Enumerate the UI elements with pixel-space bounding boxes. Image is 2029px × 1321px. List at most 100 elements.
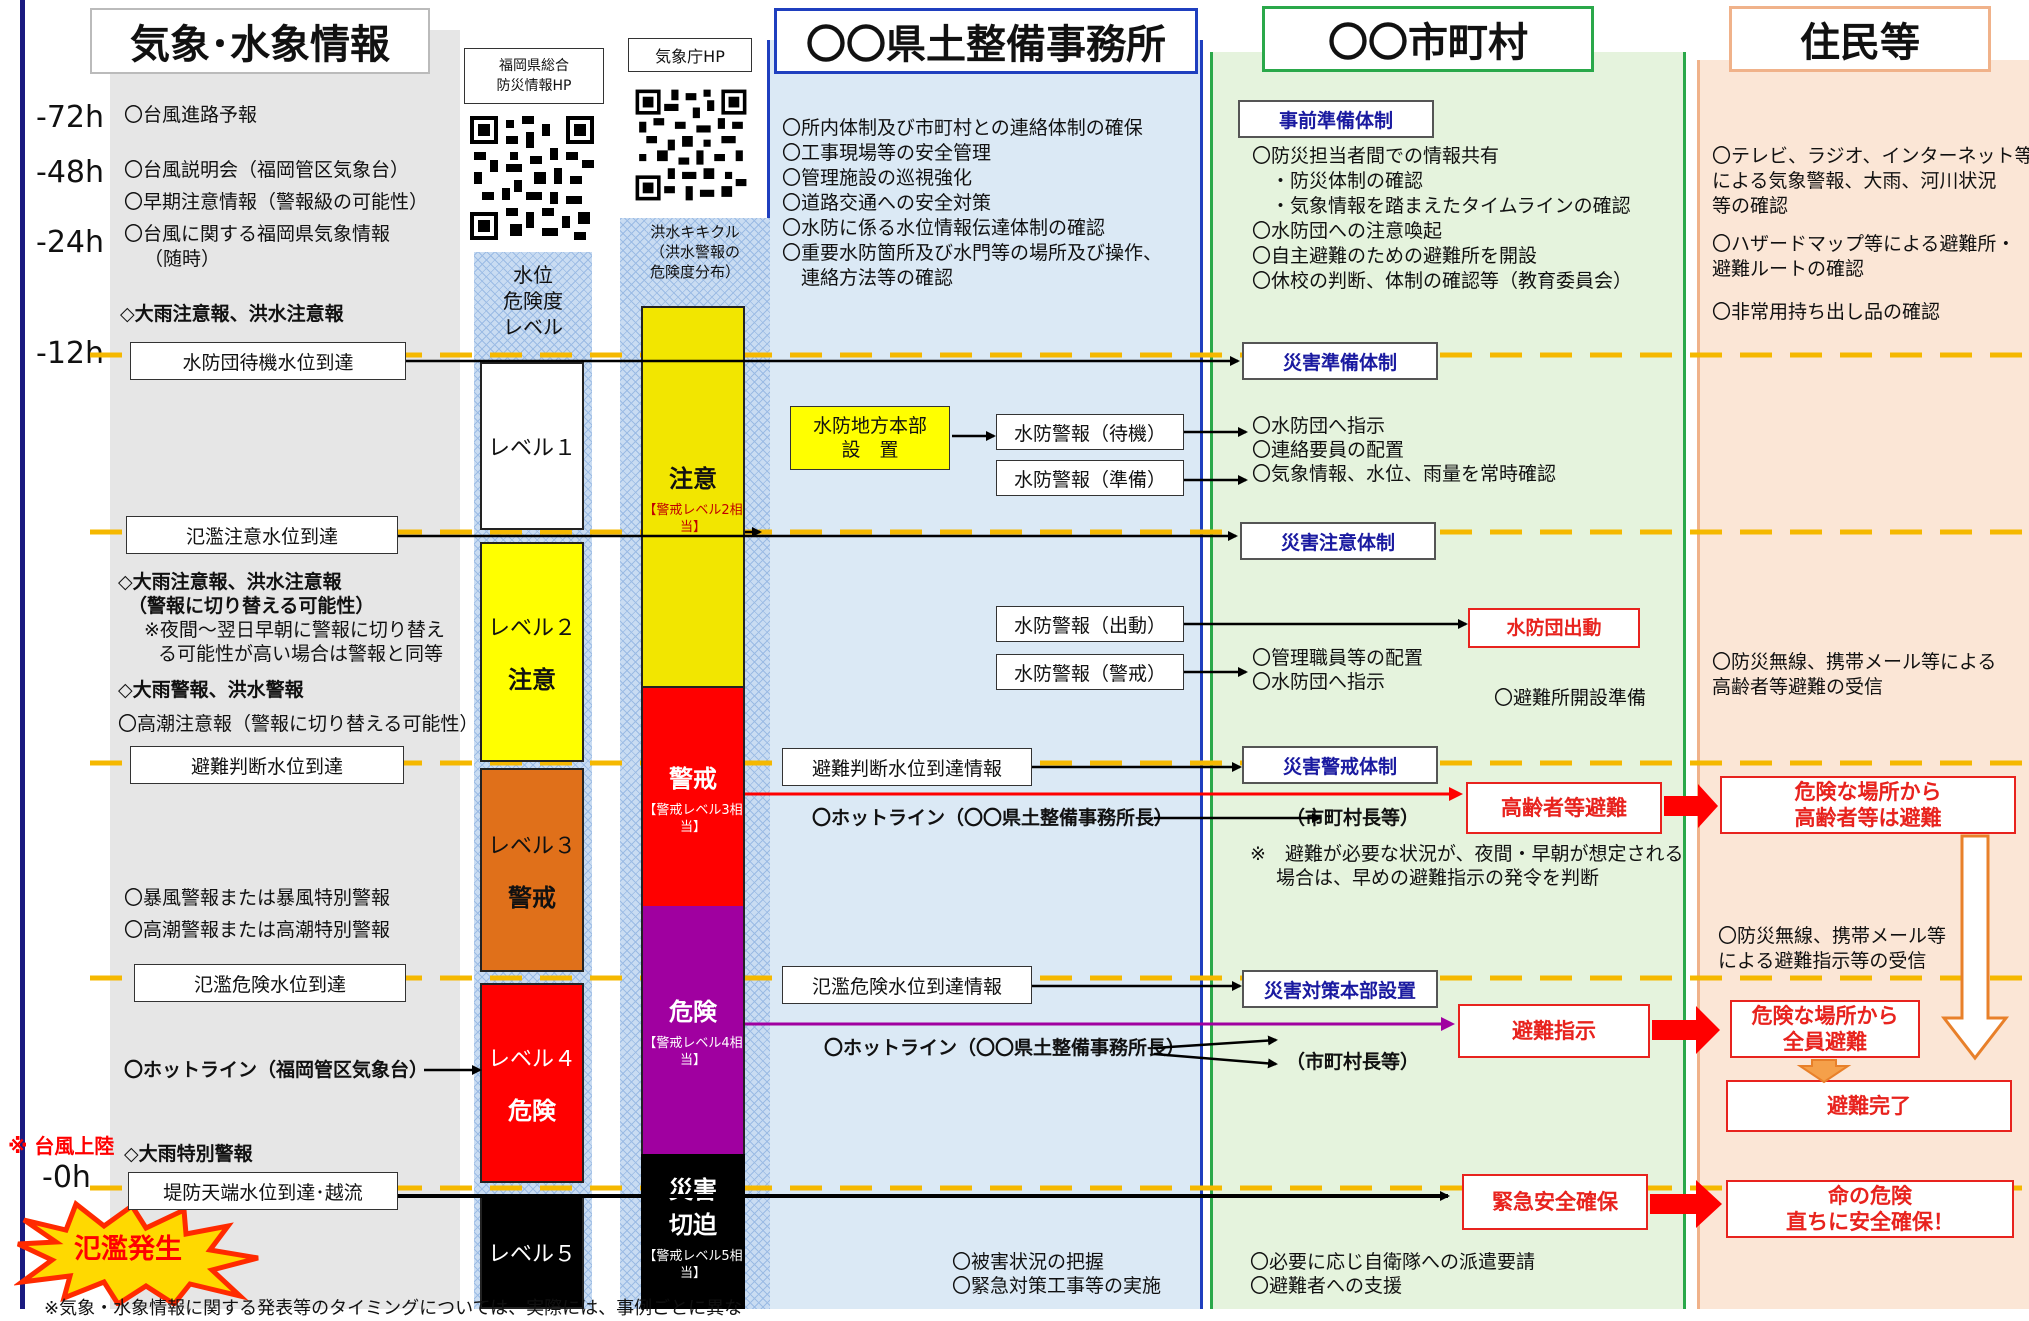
municipality-night-note-1: ※ 避難が必要な状況が、夜間・早朝が想定される [1250, 843, 1684, 865]
fukuoka-qr-label-1: 福岡県総合 [499, 58, 569, 74]
weather-warning: ◇大雨警報、洪水警報 [118, 679, 304, 701]
weather-typhoon-briefing: 〇台風説明会（福岡管区気象台） [124, 159, 410, 181]
time-label-72h: -72h [36, 100, 105, 135]
weather-night-note-2: る可能性が高い場合は警報と同等 [158, 643, 444, 665]
danger-info-text: 氾濫危険水位到達情報 [811, 975, 1002, 998]
alert-dispatch-box: 水防警報（出動） [996, 606, 1184, 642]
municipality-mayor-2: （市町村長等） [1286, 1051, 1420, 1073]
prefecture-item: 〇管理施設の巡視強化 [782, 167, 973, 189]
prefecture-item: 〇所内体制及び市町村との連絡体制の確保 [782, 117, 1143, 139]
prefecture-emergency: 〇緊急対策工事等の実施 [952, 1275, 1162, 1297]
level-3-sub: 警戒 [508, 883, 556, 912]
time-label-24h: -24h [36, 225, 105, 260]
municipality-sdf: 〇必要に応じ自衛隊への派遣要請 [1250, 1251, 1536, 1273]
residents-elderly-evac-box: 危険な場所から 高齢者等は避難 [1720, 776, 2016, 834]
kikikuru-disaster-label-2: 切迫 [669, 1211, 717, 1239]
residents-life-1: 命の危険 [1828, 1184, 1912, 1208]
municipality-shelter-prep: 〇避難所開設準備 [1494, 687, 1647, 709]
water-box-danger-text: 氾濫危険水位到達 [193, 973, 346, 996]
weather-typhoon-path: 〇台風進路予報 [124, 104, 258, 126]
residents-all-evac-box: 危険な場所から 全員避難 [1730, 1000, 1920, 1058]
evac-judge-info-text: 避難判断水位到達情報 [811, 757, 1002, 780]
kikikuru-header-1: 洪水キキクル [650, 223, 740, 241]
level-1-label: レベル１ [487, 436, 576, 461]
level-4-sub: 危険 [508, 1096, 556, 1125]
prep-system-box: 災害準備体制 [1242, 342, 1438, 380]
kikikuru-disaster-label-1: 災害 [669, 1176, 717, 1204]
kikikuru-danger-label: 危険 [669, 997, 717, 1026]
water-level-header-2: 危険度 [503, 289, 563, 313]
pre-system-box: 事前準備体制 [1238, 100, 1434, 138]
municipality-prep-item: 〇気象情報、水位、雨量を常時確認 [1252, 463, 1557, 485]
residents-elderly-evac-2: 高齢者等は避難 [1794, 806, 1942, 830]
level-4-box: レベル４ 危険 [480, 983, 584, 1183]
municipality-column-bg [1210, 52, 1686, 1309]
residents-evac-done-label: 避難完了 [1827, 1094, 1911, 1118]
municipality-pre-item: 〇水防団への注意喚起 [1252, 220, 1443, 242]
flood-hq-label-1: 水防地方本部 [812, 415, 927, 437]
jma-qr-label: 気象庁HP [628, 38, 752, 72]
prep-system-label: 災害準備体制 [1282, 351, 1397, 374]
kikikuru-warning-sub: 【警戒レベル3相当】 [643, 802, 743, 835]
fukuoka-qr-label: 福岡県総合 防災情報HP [464, 48, 604, 104]
residents-life-2: 直ちに安全確保！ [1786, 1210, 1954, 1234]
fukuoka-qr-icon[interactable] [466, 112, 598, 244]
weather-advisory-2: ◇大雨注意報、洪水注意報 [118, 571, 342, 593]
hq-system-box: 災害対策本部設置 [1242, 970, 1438, 1008]
weather-column-bg [110, 30, 460, 1309]
header-prefecture: 〇〇県土整備事務所 [774, 8, 1198, 74]
water-box-evac-judge: 避難判断水位到達 [130, 746, 404, 784]
prefecture-item: 〇重要水防箇所及び水門等の場所及び操作、 [782, 242, 1163, 264]
kikikuru-header-2: （洪水警報の [649, 243, 740, 261]
caution-system-label: 災害注意体制 [1280, 531, 1395, 554]
level-2-sub: 注意 [508, 665, 556, 694]
water-box-caution-text: 氾濫注意水位到達 [185, 525, 338, 548]
pre-system-label: 事前準備体制 [1278, 109, 1393, 132]
level-3-label: レベル３ [487, 833, 576, 859]
alert-standby-box: 水防警報（待機） [996, 414, 1184, 450]
hq-system-label: 災害対策本部設置 [1263, 979, 1416, 1002]
residents-elderly-recv-2: 高齢者等避難の受信 [1712, 676, 1884, 698]
residents-info-1: 〇テレビ、ラジオ、インターネット等 [1712, 145, 2029, 167]
prefecture-item: 連絡方法等の確認 [782, 267, 954, 289]
alert-dispatch-text: 水防警報（出動） [1013, 614, 1166, 637]
weather-hotline-jma: 〇ホットライン（福岡管区気象台） [124, 1059, 429, 1081]
jma-qr-label-text: 気象庁HP [655, 47, 725, 66]
residents-order-recv: 〇防災無線、携帯メール等 による避難指示等の受信 [1718, 924, 1946, 974]
municipality-prep-items: 〇水防団へ指示 〇連絡要員の配置 〇気象情報、水位、雨量を常時確認 [1252, 414, 1556, 486]
emergency-safety-box: 緊急安全確保 [1462, 1174, 1648, 1230]
evac-order-box: 避難指示 [1458, 1004, 1650, 1058]
residents-life-box: 命の危険 直ちに安全確保！ [1726, 1180, 2014, 1238]
kikikuru-caution-sub: 【警戒レベル2相当】 [643, 502, 743, 535]
water-box-caution: 氾濫注意水位到達 [126, 516, 398, 554]
weather-night-note-1: ※夜間～翌日早朝に警報に切り替え [144, 619, 445, 641]
header-weather: 気象･水象情報 [90, 8, 430, 74]
residents-info-2: による気象警報、大雨、河川状況 [1712, 170, 1997, 192]
jma-qr-icon[interactable] [632, 86, 750, 204]
level-3-box: レベル３ 警戒 [480, 768, 584, 972]
municipality-pre-item: 〇防災担当者間での情報共有 [1252, 145, 1500, 167]
municipality-pre-item: 〇自主避難のための避難所を開設 [1252, 245, 1538, 267]
kikikuru-caution-label: 注意 [669, 464, 717, 493]
municipality-mayor-1: （市町村長等） [1286, 807, 1420, 829]
residents-info: 〇テレビ、ラジオ、インターネット等 による気象警報、大雨、河川状況 等の確認 [1712, 144, 2029, 219]
time-label-0h: -0h [42, 1160, 91, 1195]
fire-brigade-label: 水防団出動 [1506, 617, 1602, 639]
water-level-header-1: 水位 [513, 263, 553, 287]
residents-info-3: 等の確認 [1712, 195, 1789, 217]
danger-info-box: 氾濫危険水位到達情報 [782, 966, 1032, 1004]
kikikuru-caution: 注意 【警戒レベル2相当】 [641, 306, 745, 688]
evac-order-label: 避難指示 [1512, 1019, 1596, 1043]
time-axis-line [20, 0, 25, 1309]
kikikuru-disaster: 災害 切迫 【警戒レベル5相当】 [641, 1154, 745, 1309]
water-level-header: 水位 危険度 レベル [474, 262, 592, 340]
kikikuru-danger: 危険 【警戒レベル4相当】 [641, 906, 745, 1154]
municipality-pre-item: ・気象情報を踏まえたタイムラインの確認 [1252, 195, 1631, 217]
alert-prepare-text: 水防警報（準備） [1013, 468, 1166, 491]
prefecture-hotline-2: 〇ホットライン（〇〇県土整備事務所長） [824, 1037, 1186, 1059]
alert-system-box: 災害警戒体制 [1242, 746, 1438, 784]
municipality-prep-item: 〇連絡要員の配置 [1252, 439, 1405, 461]
elderly-evac-label: 高齢者等避難 [1501, 796, 1627, 820]
level-2-box: レベル２ 注意 [480, 542, 584, 762]
alert-caution-text: 水防警報（警戒） [1013, 662, 1166, 685]
